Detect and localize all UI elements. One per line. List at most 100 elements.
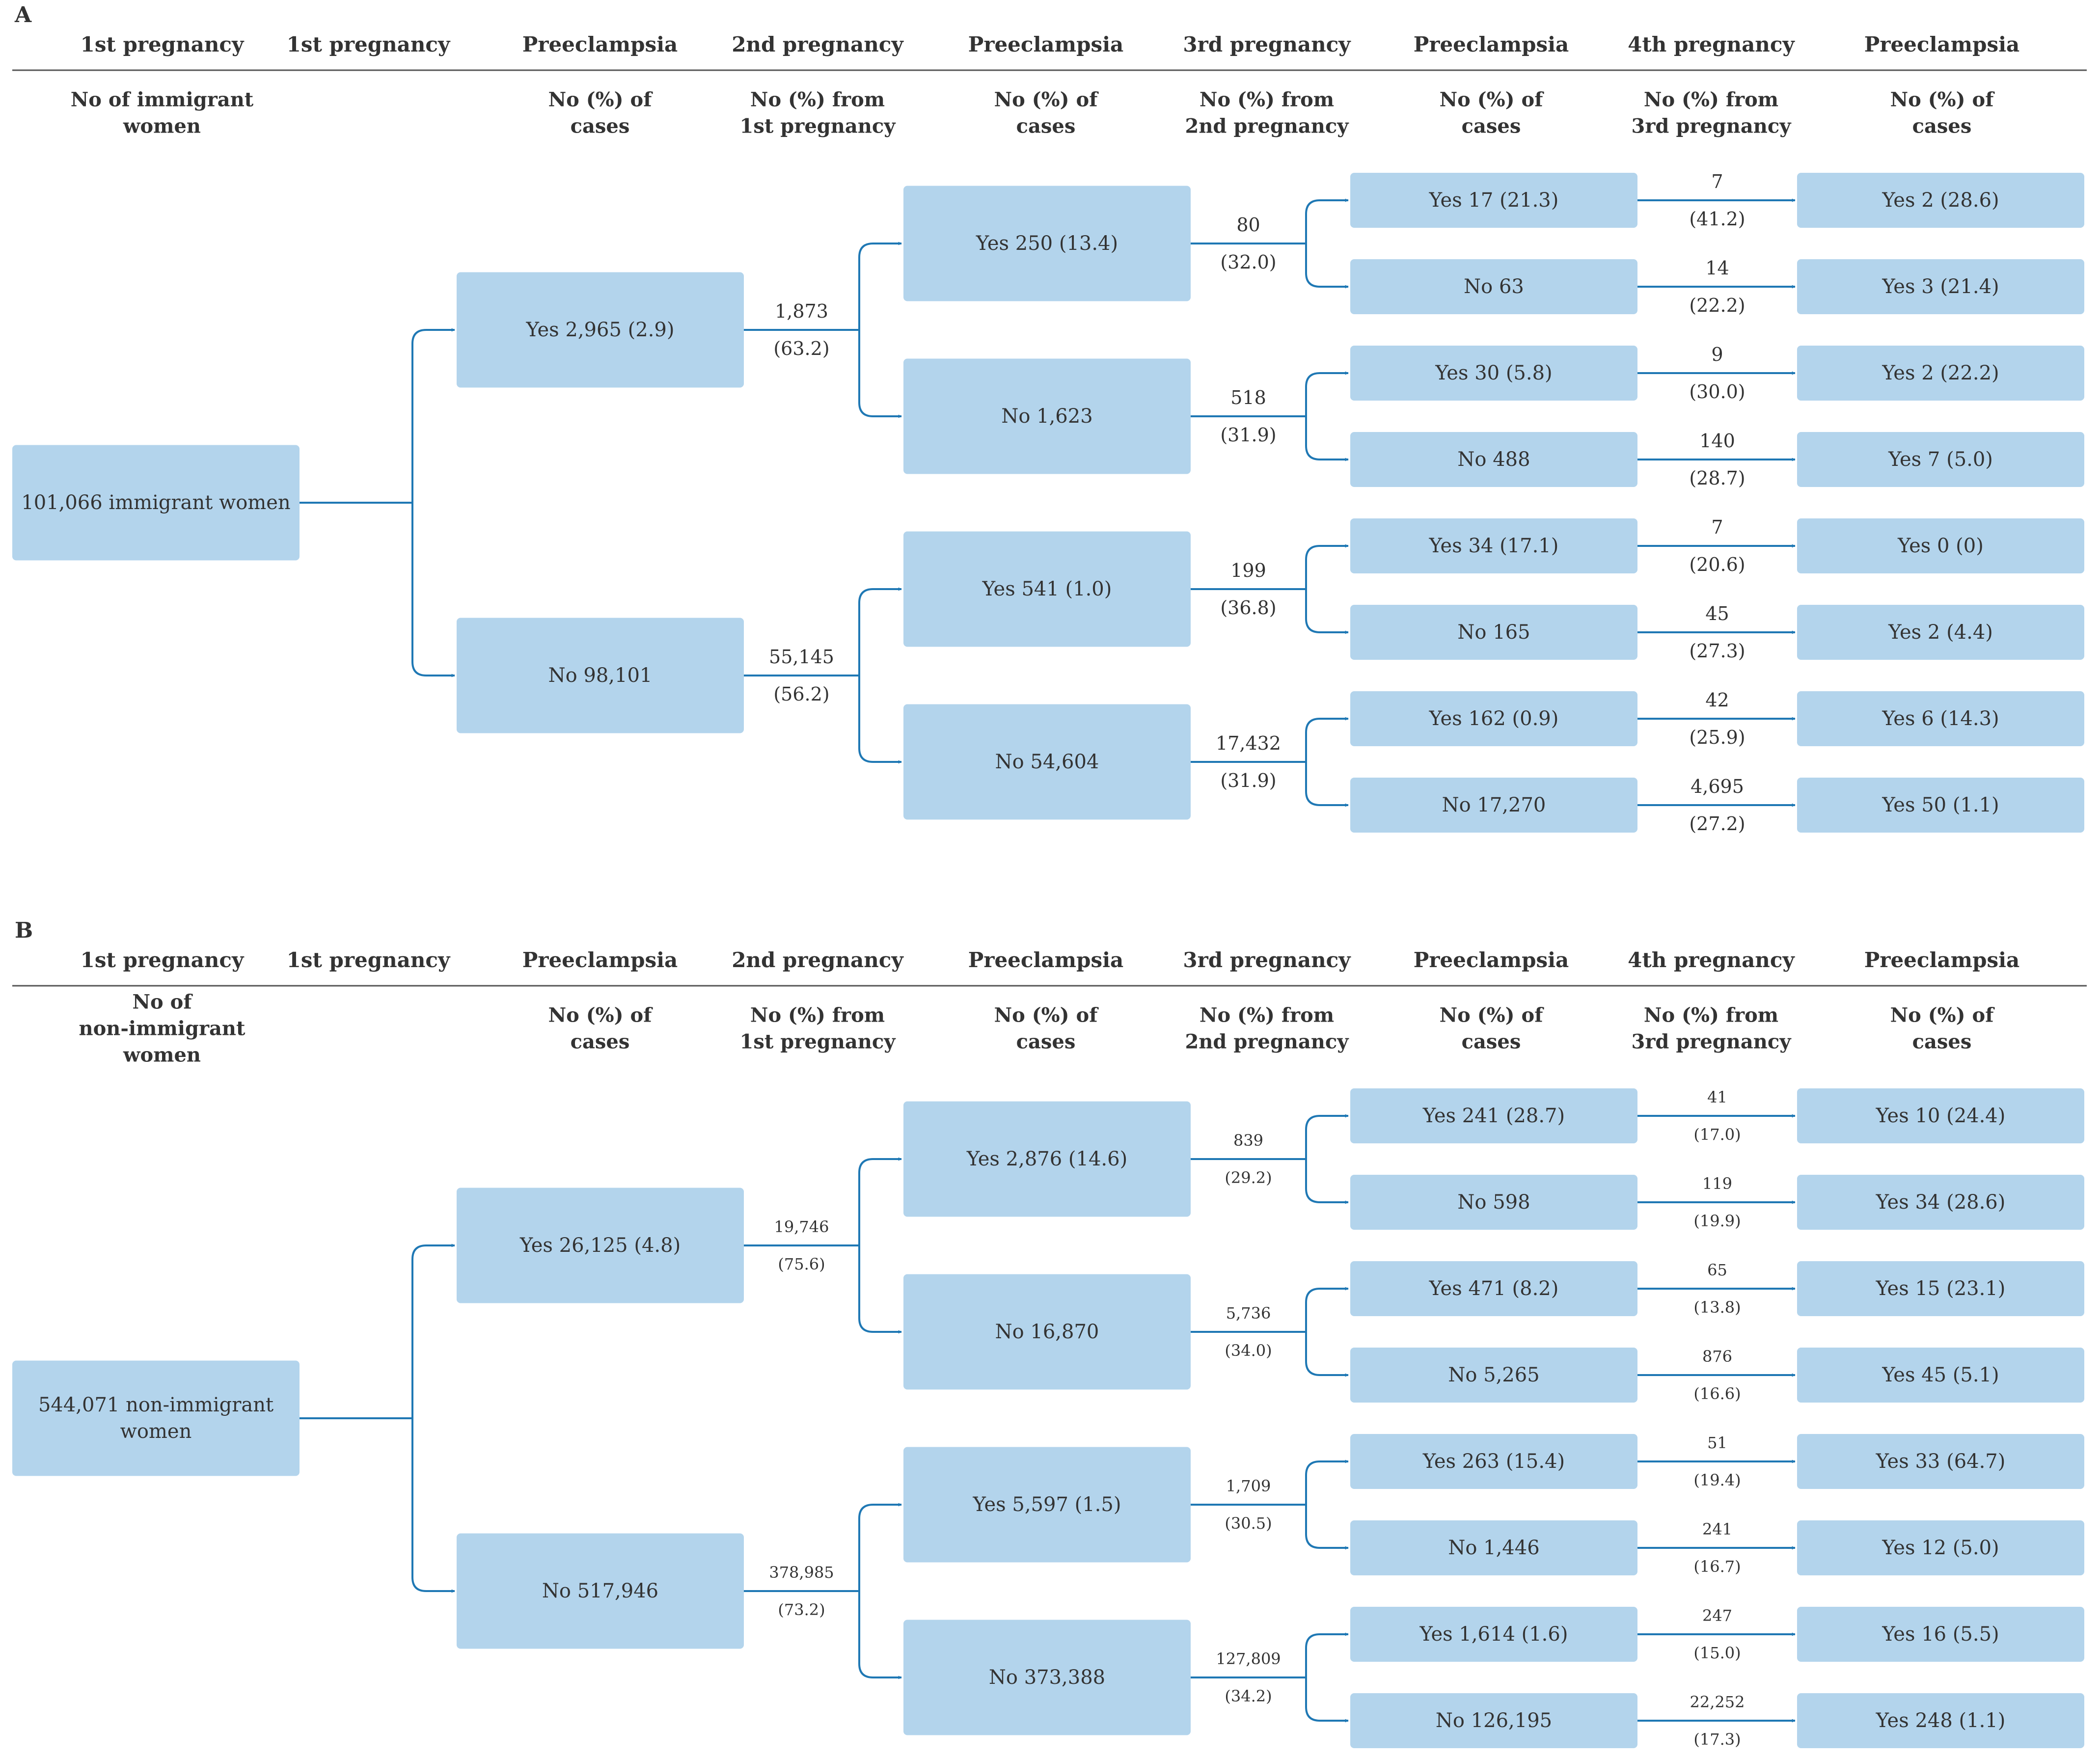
column-subheader-9-line-2: cases [1912, 1030, 1972, 1054]
level4-box-4-shape [1797, 432, 2084, 487]
column-header-8: 4th pregnancy [1628, 32, 1795, 56]
edge3-label-3-percent: (13.8) [1693, 1298, 1741, 1317]
level4-box-5: Yes 33 (64.7) [1797, 1434, 2084, 1489]
edge1-label-2-count: 55,145 [769, 646, 834, 668]
edge2-label-1-percent: (32.0) [1220, 251, 1276, 273]
level3-box-8-shape [1350, 778, 1637, 833]
connector-l2-1-branch-1 [1305, 198, 1349, 243]
connector-l2-3-branch-2 [1305, 1505, 1349, 1550]
connector-l1-2-branch-2 [858, 1591, 902, 1679]
column-subheader-6-line-2: 2nd pregnancy [1185, 115, 1350, 138]
level3-box-7: Yes 1,614 (1.6) [1350, 1607, 1637, 1662]
connector-l1-1-branch-2 [858, 1245, 902, 1334]
level2-box-3-label: Yes 541 (1.0) [982, 578, 1112, 600]
level3-box-2-shape [1350, 1175, 1637, 1230]
level3-box-1-label: Yes 241 (28.7) [1422, 1105, 1565, 1127]
level2-box-3-shape [903, 531, 1191, 647]
column-header-5: Preeclampsia [968, 32, 1124, 56]
edge1-label-1-count: 1,873 [775, 300, 828, 322]
level3-box-4-label: No 488 [1457, 448, 1530, 471]
level2-box-1-shape [903, 186, 1191, 301]
level3-box-7-label: Yes 162 (0.9) [1429, 707, 1559, 730]
column-header-3: Preeclampsia [522, 948, 678, 972]
column-subheader-7-line-2: cases [1462, 1030, 1521, 1054]
column-subheader-4-line-1: No (%) from [750, 88, 885, 111]
root-box-label-line-1: 544,071 non-immigrant [38, 1394, 273, 1416]
level3-box-6: No 165 [1350, 605, 1637, 660]
edge1-label-1-percent: (75.6) [778, 1255, 825, 1273]
edge3-label-5-count: 51 [1707, 1433, 1727, 1452]
level3-box-2: No 598 [1350, 1175, 1637, 1230]
level2-box-1-shape [903, 1101, 1191, 1217]
edge2-label-4-count: 127,809 [1216, 1649, 1281, 1668]
level4-box-1-label: Yes 10 (24.4) [1876, 1105, 2006, 1127]
panel-letter: B [15, 918, 33, 943]
level4-box-6-shape [1797, 605, 2084, 660]
edge2-label-2-count: 5,736 [1226, 1304, 1271, 1323]
level4-box-5: Yes 0 (0) [1797, 518, 2084, 573]
level3-box-5: Yes 34 (17.1) [1350, 518, 1637, 573]
edge3-label-1-percent: (17.0) [1693, 1125, 1741, 1144]
connector-l1-2-branch-1 [858, 1503, 902, 1591]
edge3-label-5-percent: (20.6) [1689, 554, 1745, 575]
level3-box-3-label: Yes 30 (5.8) [1435, 362, 1552, 384]
edge2-label-2-count: 518 [1230, 387, 1266, 408]
column-header-6: 3rd pregnancy [1183, 32, 1351, 56]
level3-box-2: No 63 [1350, 259, 1637, 314]
edge3-label-8-count: 22,252 [1690, 1693, 1745, 1711]
connector-l2-4-branch-1 [1305, 717, 1349, 762]
edge1-label-2-percent: (73.2) [778, 1600, 825, 1619]
edge2-label-3-count: 199 [1230, 560, 1266, 581]
edge3-label-5-count: 7 [1711, 516, 1723, 538]
level4-box-3: Yes 15 (23.1) [1797, 1261, 2084, 1316]
level3-box-8-label: No 17,270 [1442, 794, 1546, 816]
level2-box-4-label: No 54,604 [995, 751, 1099, 773]
root-box-shape [12, 445, 300, 561]
connector-l2-3-branch-2 [1305, 589, 1349, 634]
column-subheader-6-line-1: No (%) from [1200, 88, 1334, 111]
level1-box-2: No 517,946 [457, 1533, 744, 1649]
connector-l1-1-branch-1 [858, 242, 902, 330]
column-header-1: 1st pregnancy [81, 32, 245, 56]
connector-l2-2-branch-2 [1305, 416, 1349, 461]
level3-box-4-label: No 5,265 [1448, 1364, 1539, 1386]
column-subheader-9-line-1: No (%) of [1890, 1004, 1995, 1027]
level2-box-2: No 16,870 [903, 1274, 1191, 1390]
connector-root-branch-1 [411, 1243, 455, 1418]
root-box-shape [12, 1360, 300, 1476]
edge2-label-3-count: 1,709 [1226, 1477, 1271, 1495]
level3-box-8: No 17,270 [1350, 778, 1637, 833]
level3-box-4: No 488 [1350, 432, 1637, 487]
level2-box-4-label: No 373,388 [989, 1666, 1105, 1689]
column-subheader-9-line-2: cases [1912, 115, 1972, 138]
edge3-label-7-percent: (15.0) [1693, 1644, 1741, 1662]
level4-box-7-shape [1797, 691, 2084, 746]
level1-box-2-shape [457, 1533, 744, 1649]
connector-l1-2-branch-1 [858, 587, 902, 676]
level4-box-1: Yes 10 (24.4) [1797, 1088, 2084, 1143]
edge3-label-2-percent: (19.9) [1693, 1212, 1741, 1230]
column-subheader-5-line-1: No (%) of [994, 1004, 1099, 1027]
level3-box-1-label: Yes 17 (21.3) [1429, 189, 1559, 212]
level3-box-8-shape [1350, 1693, 1637, 1748]
level4-box-2: Yes 34 (28.6) [1797, 1175, 2084, 1230]
column-subheader-4-line-1: No (%) from [750, 1004, 885, 1027]
connector-root-branch-2 [411, 503, 455, 677]
level4-box-8: Yes 50 (1.1) [1797, 778, 2084, 833]
level1-box-1: Yes 26,125 (4.8) [457, 1188, 744, 1303]
level4-box-4-label: Yes 45 (5.1) [1882, 1364, 1999, 1386]
connector-l2-4-branch-1 [1305, 1632, 1349, 1677]
root-box: 101,066 immigrant women [12, 445, 300, 561]
level2-box-2-shape [903, 1274, 1191, 1390]
level3-box-5-label: Yes 34 (17.1) [1429, 535, 1559, 557]
level4-box-8-shape [1797, 1693, 2084, 1748]
edge3-label-6-percent: (16.7) [1693, 1557, 1741, 1576]
edge1-label-1-percent: (63.2) [773, 338, 829, 359]
column-subheader-3-line-1: No (%) of [548, 1004, 654, 1027]
level2-box-4-shape [903, 704, 1191, 820]
level3-box-7-shape [1350, 1607, 1637, 1662]
edge3-label-2-percent: (22.2) [1689, 295, 1745, 316]
level3-box-6: No 1,446 [1350, 1520, 1637, 1575]
level1-box-1-label: Yes 2,965 (2.9) [526, 319, 675, 341]
